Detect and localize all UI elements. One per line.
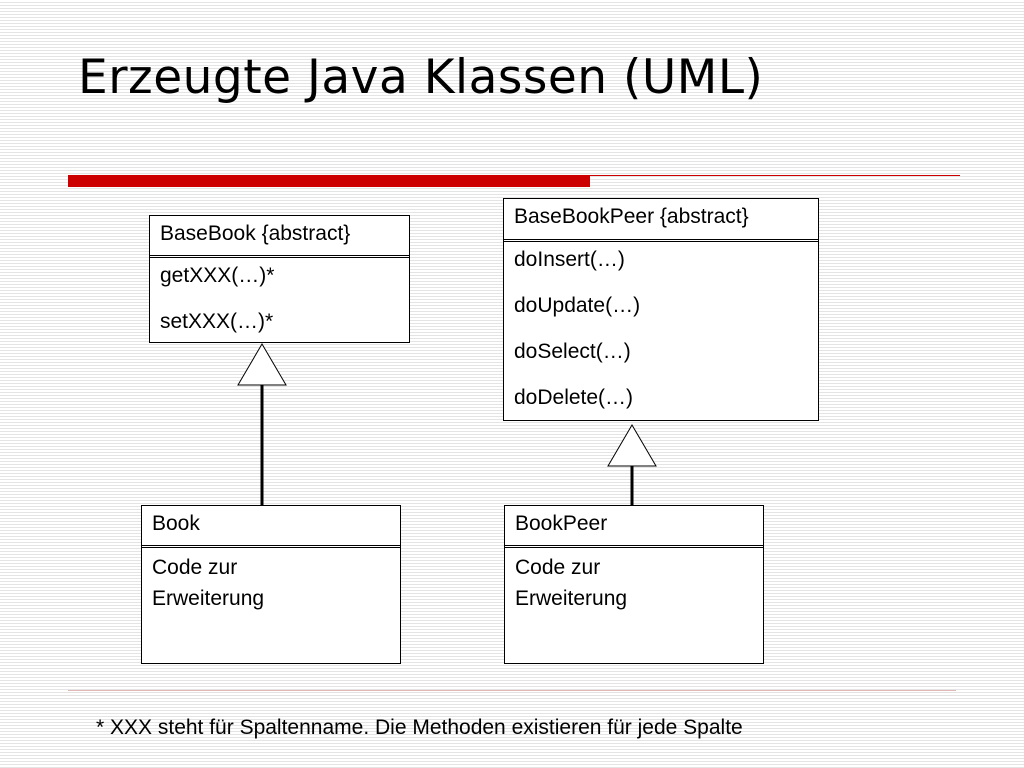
title-divider-line bbox=[590, 175, 960, 176]
method-dodelete: doDelete(…) bbox=[514, 386, 634, 409]
class-name-book: Book bbox=[142, 506, 400, 548]
class-book[interactable]: Book Code zur Erweiterung bbox=[141, 505, 401, 664]
method-doselect: doSelect(…) bbox=[514, 340, 631, 363]
title-accent-bar bbox=[68, 175, 590, 187]
class-body-book: Code zur Erweiterung bbox=[152, 556, 265, 610]
method-setxxx: setXXX(…)* bbox=[160, 310, 274, 333]
footer-divider bbox=[68, 690, 956, 691]
method-list-basebookpeer: doInsert(…) doUpdate(…) doSelect(…) doDe… bbox=[504, 242, 818, 426]
class-name-basebookpeer: BaseBookPeer {abstract} bbox=[504, 199, 818, 242]
footnote: * XXX steht für Spaltenname. Die Methode… bbox=[96, 716, 743, 739]
method-doupdate: doUpdate(…) bbox=[514, 294, 641, 317]
slide-title: Erzeugte Java Klassen (UML) bbox=[78, 50, 764, 105]
method-getxxx: getXXX(…)* bbox=[160, 264, 275, 287]
class-body-bookpeer: Code zur Erweiterung bbox=[515, 556, 628, 610]
method-doinsert: doInsert(…) bbox=[514, 248, 625, 271]
class-name-basebook: BaseBook {abstract} bbox=[150, 216, 409, 258]
class-basebookpeer[interactable]: BaseBookPeer {abstract} doInsert(…) doUp… bbox=[503, 198, 819, 421]
book-inherits-basebook-arrowhead bbox=[237, 343, 287, 386]
class-bookpeer[interactable]: BookPeer Code zur Erweiterung bbox=[504, 505, 764, 664]
class-basebook[interactable]: BaseBook {abstract} getXXX(…)* setXXX(…)… bbox=[149, 215, 410, 343]
bookpeer-inherits-basebookpeer-arrowhead bbox=[607, 424, 657, 467]
class-name-bookpeer: BookPeer bbox=[505, 506, 763, 548]
method-list-basebook: getXXX(…)* setXXX(…)* bbox=[150, 258, 409, 356]
